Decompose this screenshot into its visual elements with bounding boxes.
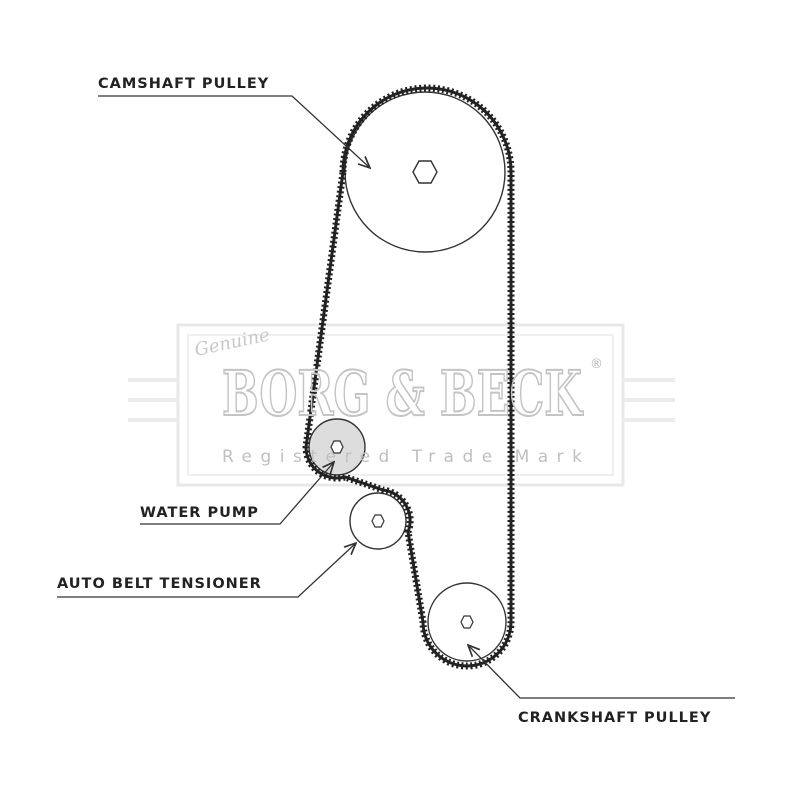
label-text: CAMSHAFT PULLEY	[98, 76, 269, 92]
hex-bolt-icon	[460, 615, 474, 629]
leader-line	[57, 543, 356, 598]
label-camshaft-pulley: CAMSHAFT PULLEY	[98, 76, 370, 168]
leader-line	[468, 645, 735, 699]
leader-line	[98, 95, 370, 168]
hex-bolt-icon	[371, 514, 385, 528]
watermark-logo: Genuine BORG & BECK ® Registered Trade M…	[193, 325, 603, 467]
auto-belt-tensioner	[349, 492, 407, 550]
camshaft-pulley	[344, 91, 506, 253]
label-text: CRANKSHAFT PULLEY	[518, 710, 711, 726]
watermark-genuine: Genuine	[193, 325, 272, 361]
watermark-frame-group	[128, 323, 675, 487]
leader-line	[140, 462, 334, 525]
label-water-pump: WATER PUMP	[140, 462, 334, 525]
watermark-subtitle: Registered Trade Mark	[222, 447, 582, 467]
hex-bolt-icon	[412, 160, 438, 184]
label-text: AUTO BELT TENSIONER	[57, 576, 262, 592]
label-auto-belt-tensioner: AUTO BELT TENSIONER	[57, 543, 356, 598]
crankshaft-pulley	[427, 582, 507, 662]
watermark-frame	[176, 323, 625, 487]
label-crankshaft-pulley: CRANKSHAFT PULLEY	[468, 645, 735, 726]
timing-belt	[302, 84, 515, 670]
hex-bolt-icon	[330, 440, 344, 454]
watermark-brand: BORG & BECK	[222, 357, 583, 430]
label-text: WATER PUMP	[140, 505, 259, 521]
watermark-registered: ®	[590, 357, 603, 372]
watermark-side-bars	[128, 378, 675, 422]
